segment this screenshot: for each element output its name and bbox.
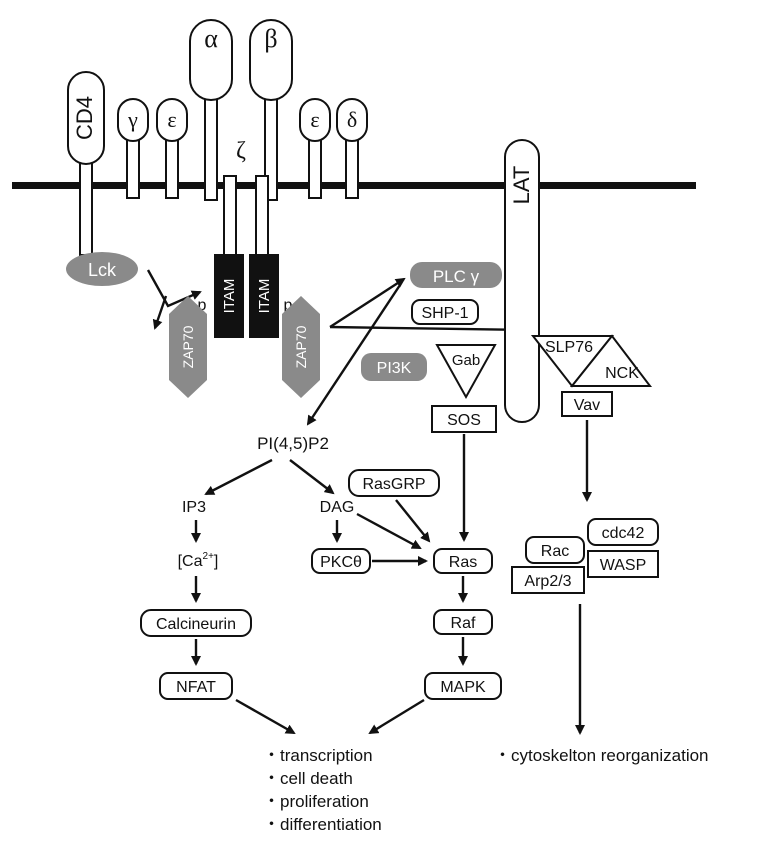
dag-to-ras-arrow [356,512,422,550]
mapk-label: MAPK [440,679,486,696]
epsilon-right-chain: ε [299,98,331,199]
phospho-right-label: p [284,297,293,314]
gab-node: Gab [435,344,497,400]
ip3-label: IP3 [182,499,206,516]
lck-arrow-up [146,269,202,308]
rasgrp-to-ras-arrow [395,499,431,543]
slp76-nck-complex: SLP76 NCK [530,334,653,388]
ras-label: Ras [449,554,477,571]
zeta-chains: ζ ITAM ITAM p p [198,138,293,338]
gamma-label: γ [127,107,138,132]
zap70-left-label: ZAP70 [180,325,196,368]
cd4-label: CD4 [72,96,97,140]
lck-arrow-down [152,295,168,330]
calcium-label: [Ca2+] [178,551,219,570]
cdc42-label: cdc42 [602,525,645,542]
dag-label: DAG [320,499,355,516]
itam-right-block [249,254,279,338]
beta-label: β [264,24,277,53]
plcg-to-pip2-arrow [306,284,402,426]
plc-gamma-node: PLC γ [410,262,502,288]
lat-label: LAT [509,166,534,205]
zap70-left-kinase: ZAP70 [169,296,207,398]
rasgrp-label: RasGRP [362,476,425,493]
itam-left-label: ITAM [221,279,238,314]
itam-right-label: ITAM [256,279,273,314]
epsilon-right-label: ε [310,107,319,132]
wasp-node: WASP [587,550,659,578]
phospho-left-label: p [198,297,207,314]
zap70-to-slp76-arrow [329,324,529,335]
alpha-label: α [204,24,218,53]
rac-label: Rac [541,543,569,560]
pkc-theta-node: PKCθ [311,548,371,574]
wasp-label: WASP [600,557,647,574]
sos-label: SOS [447,412,481,429]
calcineurin-label: Calcineurin [156,616,236,633]
beta-chain: β [249,19,293,201]
pip2-to-ip3-arrow [204,458,273,496]
rac-node: Rac [525,536,585,564]
outcome-item: ・cell death [263,769,353,788]
itam-left-block [214,254,244,338]
mapk-to-outcome-arrow [368,698,425,735]
vav-label: Vav [574,397,600,414]
arp23-label: Arp2/3 [524,573,571,590]
delta-label: δ [347,107,357,132]
nfat-to-outcome-arrow [235,698,296,735]
vav-node: Vav [561,391,613,417]
nuclear-outcomes-list: ・transcription ・cell death ・proliferatio… [263,746,382,834]
pkc-theta-label: PKCθ [320,554,362,571]
epsilon-left-chain: ε [156,98,188,199]
pi3k-node: PI3K [361,353,427,381]
gab-label: Gab [452,352,480,369]
zap70-right-label: ZAP70 [293,325,309,368]
zeta-label: ζ [236,138,246,164]
lck-kinase: Lck [66,252,138,286]
pip2-label: PI(4,5)P2 [257,434,329,453]
nck-label: NCK [605,365,639,382]
outcome-item: ・differentiation [263,815,382,834]
cytoskeleton-outcome: ・cytoskelton reorganization [494,746,709,765]
shp1-node: SHP-1 [411,299,479,325]
gamma-chain: γ [117,98,149,199]
mapk-node: MAPK [424,672,502,700]
cd4-receptor: CD4 [67,71,105,256]
epsilon-left-label: ε [167,107,176,132]
raf-label: Raf [451,615,476,632]
cdc42-node: cdc42 [587,518,659,546]
raf-node: Raf [433,609,493,635]
delta-chain: δ [336,98,368,199]
zap70-to-plcg-arrow [329,277,406,329]
alpha-chain: α [189,19,233,201]
plc-gamma-label: PLC γ [433,267,480,286]
outcome-item: ・proliferation [263,792,369,811]
lck-label: Lck [88,260,117,280]
shp1-label: SHP-1 [421,305,468,322]
outcome-item: ・transcription [263,746,373,765]
nfat-label: NFAT [176,679,216,696]
lat-adaptor: LAT [504,139,540,423]
nfat-node: NFAT [159,672,233,700]
slp76-label: SLP76 [545,339,593,356]
pip2-to-dag-arrow [289,459,335,495]
ras-node: Ras [433,548,493,574]
arp23-node: Arp2/3 [511,566,585,594]
rasgrp-node: RasGRP [348,469,440,497]
zap70-right-kinase: ZAP70 [282,296,320,398]
calcineurin-node: Calcineurin [140,609,252,637]
sos-node: SOS [431,405,497,433]
pi3k-label: PI3K [377,360,412,377]
